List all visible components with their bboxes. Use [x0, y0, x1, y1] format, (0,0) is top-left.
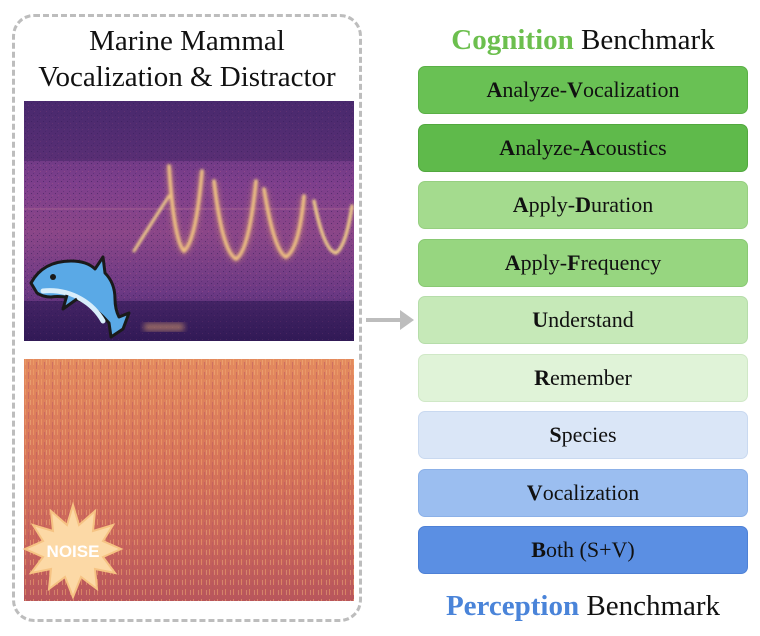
panel-title-line1: Marine Mammal	[89, 25, 285, 57]
input-panel: Marine Mammal Vocalization & Distractor	[12, 14, 362, 622]
benchmark-label: Species	[549, 422, 617, 447]
benchmark-box: Analyze-Vocalization	[418, 66, 748, 114]
cognition-highlight: Cognition	[451, 24, 574, 56]
benchmark-label: Apply-Duration	[512, 192, 654, 217]
benchmark-box: Remember	[418, 353, 748, 402]
benchmark-box: Understand	[418, 296, 748, 344]
perception-rest: Benchmark	[579, 590, 721, 622]
benchmark-box: Apply-Frequency	[418, 238, 748, 287]
benchmark-label: Remember	[534, 364, 632, 390]
benchmark-box: Species	[418, 411, 748, 459]
panel-title: Marine Mammal Vocalization & Distractor	[15, 23, 359, 95]
noise-label: NOISE	[47, 542, 100, 561]
benchmark-box: Apply-Duration	[418, 181, 748, 229]
panel-title-line2: Vocalization & Distractor	[38, 61, 336, 93]
benchmark-label: Analyze-Vocalization	[486, 77, 680, 102]
noise-burst-icon: NOISE	[22, 501, 124, 600]
dolphin-icon	[29, 255, 131, 339]
benchmark-box: Vocalization	[418, 468, 748, 517]
benchmark-label: Understand	[532, 307, 634, 332]
benchmark-label: Analyze-Acoustics	[499, 134, 667, 160]
perception-highlight: Perception	[445, 590, 580, 622]
benchmark-box: Analyze-Acoustics	[418, 123, 748, 172]
cognition-rest: Benchmark	[573, 24, 715, 56]
benchmark-label: Vocalization	[526, 479, 640, 505]
benchmark-box: Both (S+V)	[418, 526, 748, 574]
vocalization-spectrogram	[24, 101, 354, 341]
benchmark-label: Apply-Frequency	[504, 249, 662, 275]
noise-spectrogram	[24, 359, 354, 601]
perception-benchmark-title: Perception Benchmark	[418, 588, 748, 624]
benchmark-label: Both (S+V)	[531, 537, 635, 562]
arrow-right-icon	[366, 310, 414, 330]
cognition-benchmark-title: Cognition Benchmark	[418, 22, 748, 58]
